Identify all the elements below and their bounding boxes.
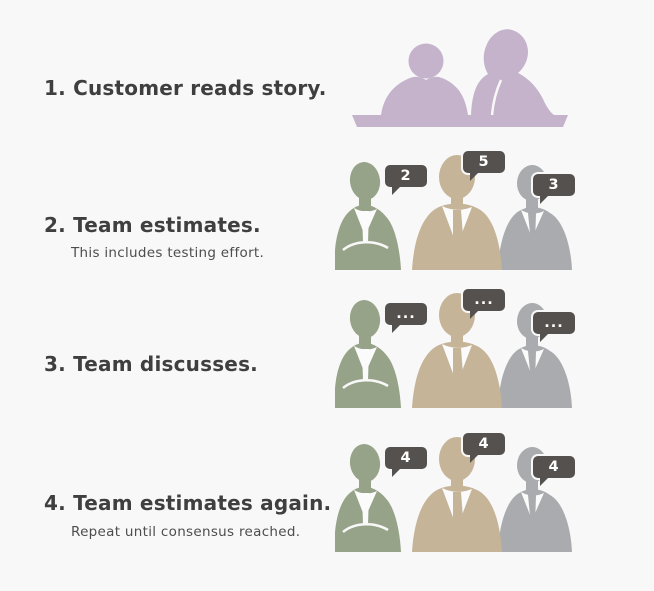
step-2-title: 2. Team estimates. — [44, 213, 261, 237]
speech-bubble: 4 — [463, 433, 505, 463]
speech-bubble: 4 — [385, 447, 427, 477]
step-1-illustration — [350, 27, 570, 130]
bubble-value: 5 — [478, 153, 490, 170]
bubble-tail — [392, 186, 401, 195]
speech-bubble: ... — [463, 289, 505, 319]
bubble-value: ... — [474, 291, 494, 308]
speech-bubble: ... — [533, 312, 575, 342]
step-2-illustration: 2 5 3 — [335, 150, 580, 270]
bubble-value: 4 — [400, 449, 412, 466]
step-2-subtitle: This includes testing effort. — [71, 245, 265, 261]
step-4-illustration: 4 4 4 — [335, 432, 580, 552]
bubble-value: 4 — [548, 458, 560, 475]
speech-bubble: ... — [385, 303, 427, 333]
step-3-title: 3. Team discusses. — [44, 352, 258, 376]
team-estimates-icon — [335, 150, 580, 270]
speech-bubble: 5 — [463, 151, 505, 181]
bubble-value: 2 — [400, 167, 412, 184]
bubble-tail — [470, 172, 479, 181]
speech-bubble: 3 — [533, 174, 575, 204]
step-3-illustration: ... ... ... — [335, 288, 580, 408]
bubble-tail — [540, 477, 549, 486]
bubble-value: 3 — [548, 176, 560, 193]
bubble-value: ... — [396, 305, 416, 322]
speech-bubble: 4 — [533, 456, 575, 486]
bubble-tail — [392, 468, 401, 477]
bubble-tail — [540, 333, 549, 342]
step-1-title: 1. Customer reads story. — [44, 76, 327, 100]
team-estimates-again-icon — [335, 432, 580, 552]
speech-bubble: 2 — [385, 165, 427, 195]
bubble-tail — [392, 324, 401, 333]
step-4-title: 4. Team estimates again. — [44, 491, 332, 515]
customer-reading-icon — [350, 27, 570, 130]
bubble-value: 4 — [478, 435, 490, 452]
bubble-tail — [470, 310, 479, 319]
step-4-subtitle: Repeat until consensus reached. — [71, 524, 301, 540]
team-discusses-icon — [335, 288, 580, 408]
bubble-value: ... — [544, 314, 564, 331]
bubble-tail — [540, 195, 549, 204]
bubble-tail — [470, 454, 479, 463]
